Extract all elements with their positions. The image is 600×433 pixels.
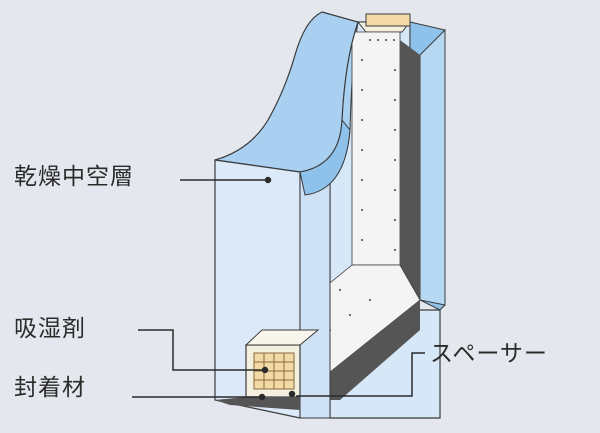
label-dry-air-layer: 乾燥中空層 (14, 164, 134, 190)
back-glass-right-edge (419, 28, 446, 306)
leader-lines (132, 176, 425, 401)
label-desiccant: 吸湿剤 (14, 316, 86, 342)
spacer-end-cap-top (244, 329, 320, 346)
sealant-front (215, 397, 300, 410)
front-glass-face-upper (299, 171, 331, 419)
front-glass-top-edge (214, 11, 359, 173)
leader-desiccant (138, 329, 265, 371)
front-glass-thickness (299, 118, 351, 196)
label-sealant: 封着材 (14, 375, 86, 401)
sealant-right (400, 40, 420, 300)
leader-spacer (296, 352, 425, 397)
spacer-vertical (351, 31, 401, 266)
label-spacer: スペーサー (430, 341, 548, 367)
spacer-top-desiccant (365, 13, 411, 27)
desiccant-grid (253, 352, 295, 390)
